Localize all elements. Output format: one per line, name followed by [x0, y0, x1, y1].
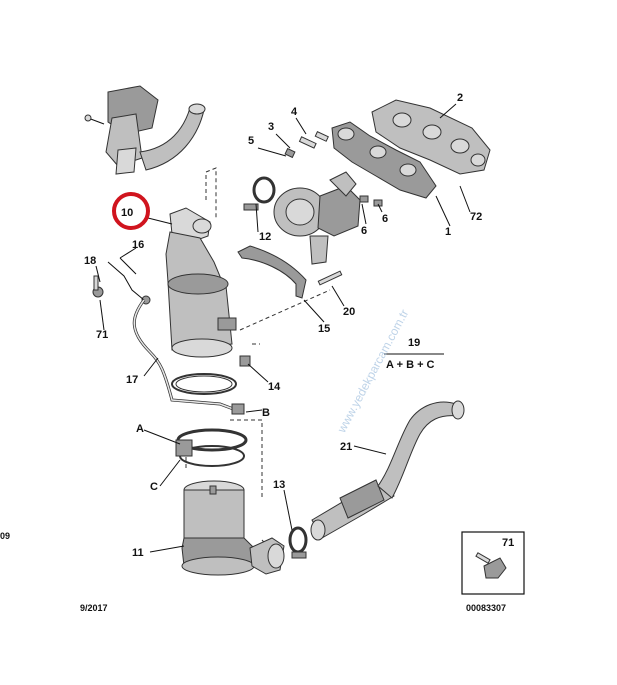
- label-20: 20: [343, 306, 355, 318]
- watermark-text: www.yedekparcam.com.tr: [334, 307, 411, 436]
- exhaust-manifold: [331, 99, 491, 199]
- label-A: A: [136, 423, 144, 435]
- label-C: C: [150, 481, 158, 493]
- label-13: 13: [273, 479, 285, 491]
- formula-a-b-c: A + B + C: [386, 359, 435, 371]
- particulate-filter-10: [141, 207, 237, 358]
- turbocharger: [273, 171, 361, 265]
- label-2: 2: [457, 92, 463, 104]
- label-18: 18: [84, 255, 96, 267]
- label-3: 3: [268, 121, 274, 133]
- intermediate-pipe-21: [310, 400, 465, 541]
- label-1: 1: [445, 226, 451, 238]
- label-10: 10: [121, 207, 133, 219]
- label-5: 5: [248, 135, 254, 147]
- label-6b: 6: [382, 213, 388, 225]
- gasket-ring: [171, 373, 237, 395]
- clamp-13: [288, 526, 308, 559]
- label-19: 19: [408, 337, 420, 349]
- footer-date: 9/2017: [80, 603, 108, 613]
- left-edge-code: 09: [0, 531, 10, 541]
- guide-line: [239, 289, 331, 331]
- label-21: 21: [340, 441, 352, 453]
- guide-line: [230, 419, 263, 500]
- studs-and-nuts: [284, 130, 383, 207]
- footer-reference: 00083307: [466, 603, 506, 613]
- label-16: 16: [132, 239, 144, 251]
- label-72: 72: [470, 211, 482, 223]
- assembled-exhaust-thumbnail: [84, 85, 206, 175]
- label-B: B: [262, 407, 270, 419]
- bracket-15: [237, 245, 307, 299]
- front-pipe-11: [181, 480, 285, 576]
- clamp-12: [243, 176, 276, 211]
- nut-14: [239, 355, 251, 367]
- label-14: 14: [268, 381, 281, 393]
- highlight-circle: [112, 192, 150, 230]
- label-4: 4: [291, 106, 298, 118]
- detail-box-71: 71: [461, 531, 525, 595]
- label-12: 12: [259, 231, 271, 243]
- label-71: 71: [96, 329, 108, 341]
- leader-lines: [95, 103, 471, 553]
- label-17: 17: [126, 374, 138, 386]
- label-6a: 6: [361, 225, 367, 237]
- stud-20: [317, 270, 343, 286]
- pressure-pipes: [92, 257, 245, 415]
- detail-label-71: 71: [502, 537, 514, 549]
- label-15: 15: [318, 323, 330, 335]
- label-11: 11: [132, 547, 144, 559]
- guide-line: [205, 167, 217, 220]
